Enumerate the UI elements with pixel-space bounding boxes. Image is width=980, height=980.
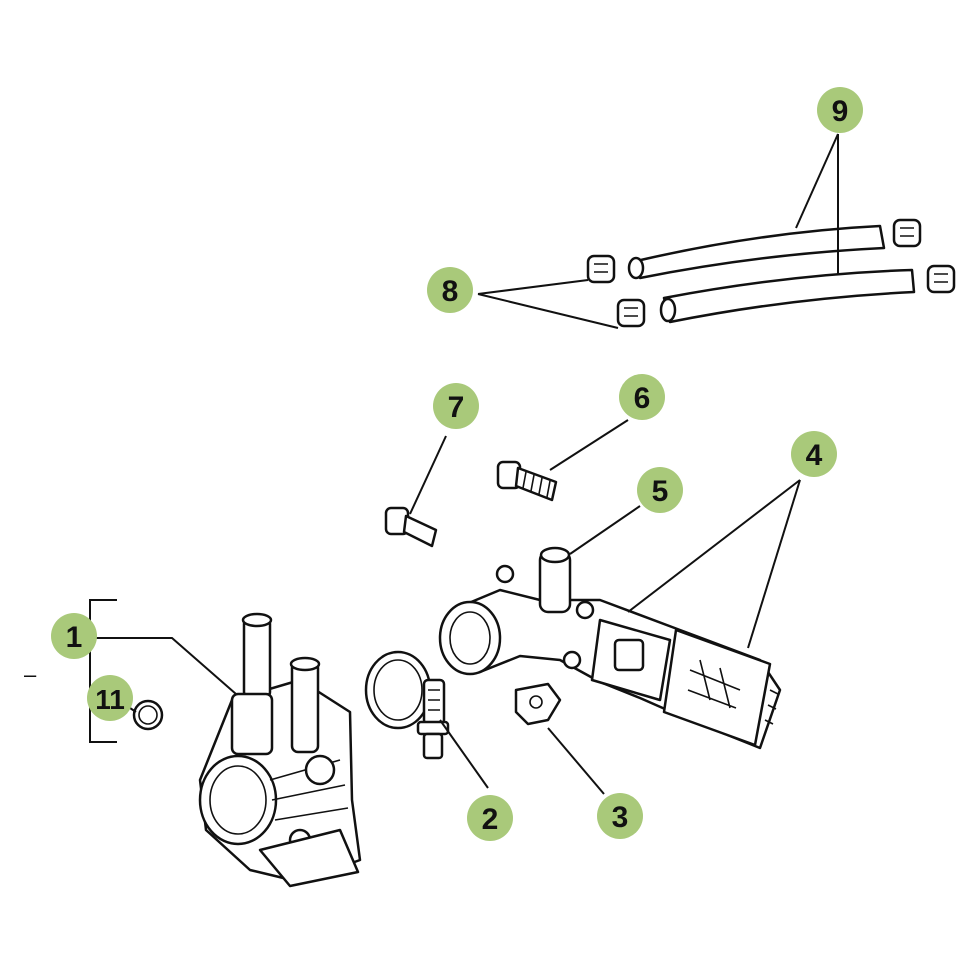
carburetor bbox=[198, 612, 362, 888]
callout-7: 7 bbox=[433, 383, 479, 429]
callout-8: 8 bbox=[427, 267, 473, 313]
hose-clamp-3 bbox=[892, 218, 922, 248]
svg-text:8: 8 bbox=[442, 275, 459, 308]
clamp-ring bbox=[364, 650, 432, 730]
svg-text:2: 2 bbox=[482, 803, 499, 836]
svg-text:5: 5 bbox=[652, 475, 669, 508]
svg-text:1: 1 bbox=[66, 621, 83, 654]
svg-text:11: 11 bbox=[95, 684, 125, 715]
plug-cap bbox=[132, 699, 164, 731]
svg-text:4: 4 bbox=[806, 439, 823, 472]
svg-text:7: 7 bbox=[448, 391, 465, 424]
assembly-bracket bbox=[89, 599, 117, 743]
callout-2: 2 bbox=[467, 795, 513, 841]
callout-4: 4 bbox=[791, 431, 837, 477]
callout-11: 11 bbox=[87, 675, 133, 721]
screw bbox=[496, 460, 558, 502]
bolt bbox=[384, 506, 438, 548]
callout-5: 5 bbox=[637, 467, 683, 513]
callout-6: 6 bbox=[619, 374, 665, 420]
svg-text:3: 3 bbox=[612, 801, 629, 834]
hose-clamp-2 bbox=[616, 298, 646, 328]
hose-clamp-1 bbox=[586, 254, 616, 284]
leader-lines bbox=[96, 133, 839, 795]
callout-9: 9 bbox=[817, 87, 863, 133]
svg-text:6: 6 bbox=[634, 382, 651, 415]
fuel-hose-lower bbox=[659, 268, 916, 324]
intake-manifold bbox=[438, 546, 782, 750]
svg-text:9: 9 bbox=[832, 95, 849, 128]
callout-3: 3 bbox=[597, 793, 643, 839]
hose-clamp-4 bbox=[926, 264, 956, 294]
jet-fitting bbox=[416, 678, 450, 760]
dash-mark: – bbox=[24, 662, 37, 687]
fuel-hose-upper bbox=[627, 224, 886, 280]
bracket bbox=[514, 682, 562, 726]
callout-1: 1 bbox=[51, 613, 97, 659]
